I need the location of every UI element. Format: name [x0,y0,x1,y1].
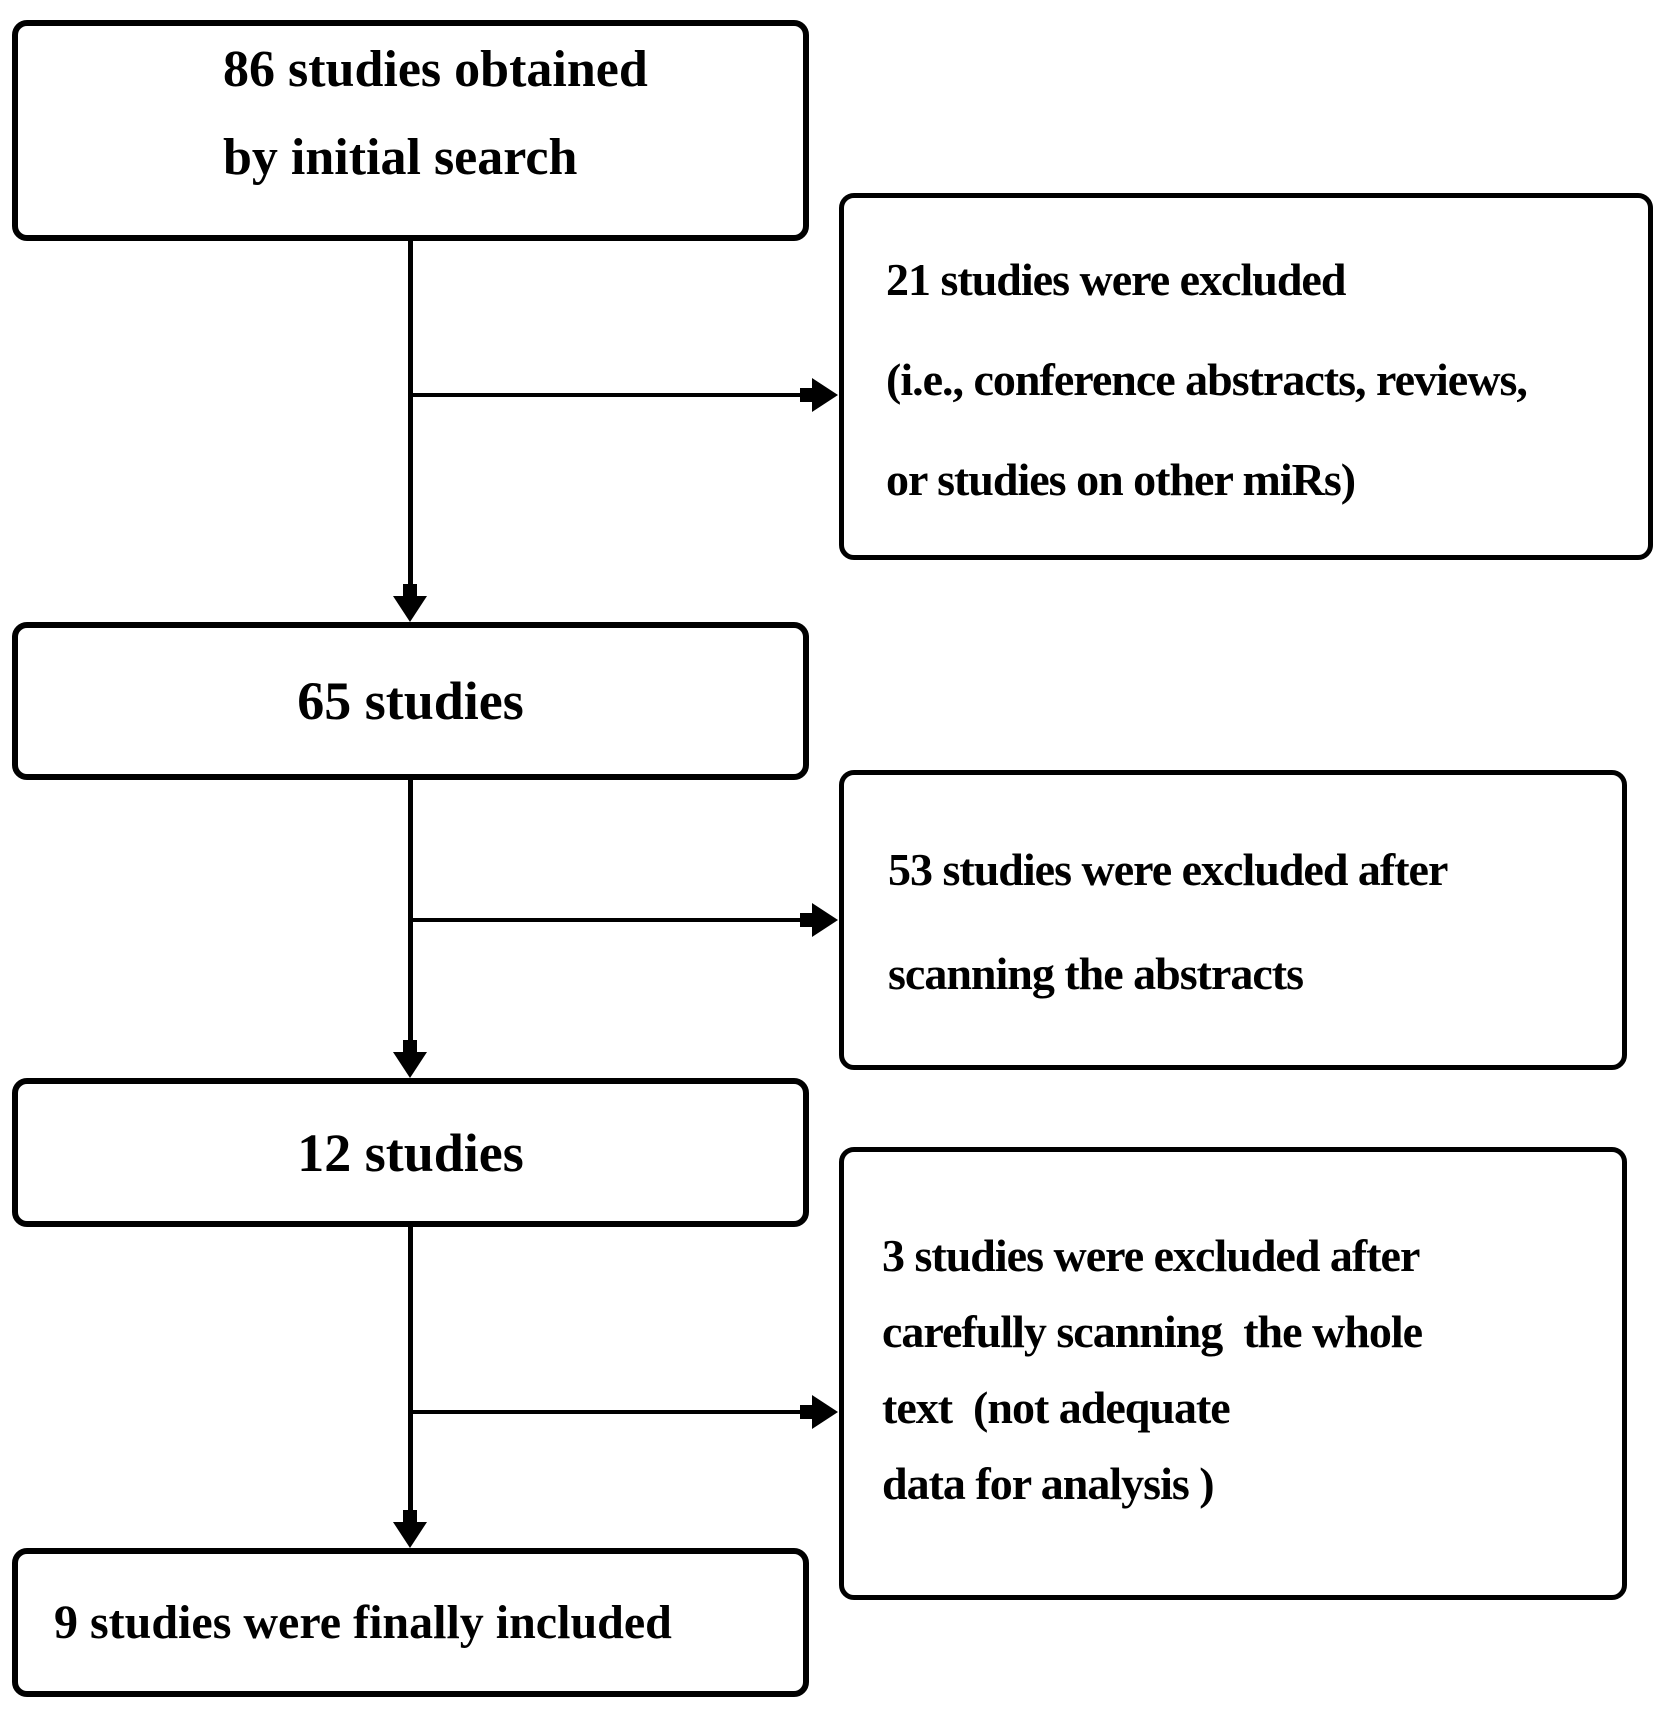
flow-box-included: 9 studies were finally included [12,1548,809,1697]
arrow-branch-excluded-21-head-stub [800,388,812,402]
arrow-branch-excluded-21-head-icon [812,378,838,412]
flow-box-initial-search-label: 86 studies obtained by initial search [223,41,648,186]
arrow-65-to-12-line [408,780,413,1044]
flow-box-excluded-21: 21 studies were excluded (i.e., conferen… [839,193,1653,560]
flow-box-12-studies-label: 12 studies [297,1122,524,1183]
arrow-branch-excluded-21-line [411,393,802,397]
flow-box-excluded-3: 3 studies were excluded after carefully … [839,1147,1627,1600]
arrow-branch-excluded-53-head-icon [812,903,838,937]
flow-box-12-studies: 12 studies [12,1078,809,1227]
arrow-12-to-included-head-stub [403,1510,417,1522]
arrow-branch-excluded-3-head-stub [800,1405,812,1419]
flow-box-included-label: 9 studies were finally included [54,1596,672,1649]
flow-box-excluded-53: 53 studies were excluded after scanning … [839,770,1627,1070]
arrow-65-to-12-head-stub [403,1040,417,1052]
flow-box-initial-search: 86 studies obtained by initial search [12,20,809,241]
arrow-12-to-included-line [408,1227,413,1514]
flow-box-excluded-3-label: 3 studies were excluded after carefully … [882,1230,1423,1509]
flow-box-excluded-53-label: 53 studies were excluded after scanning … [888,844,1448,999]
arrow-65-to-12-head-icon [393,1052,427,1078]
flow-box-65-studies-label: 65 studies [297,671,524,731]
arrow-initial-to-65-head-stub [403,584,417,596]
flow-box-excluded-21-label: 21 studies were excluded (i.e., conferen… [886,254,1528,505]
flow-box-65-studies: 65 studies [12,622,809,780]
arrow-branch-excluded-3-head-icon [812,1395,838,1429]
arrow-initial-to-65-head-icon [393,596,427,622]
arrow-branch-excluded-53-line [411,918,802,922]
arrow-branch-excluded-3-line [411,1410,802,1414]
arrow-12-to-included-head-icon [393,1522,427,1548]
arrow-initial-to-65-line [408,241,413,588]
arrow-branch-excluded-53-head-stub [800,913,812,927]
